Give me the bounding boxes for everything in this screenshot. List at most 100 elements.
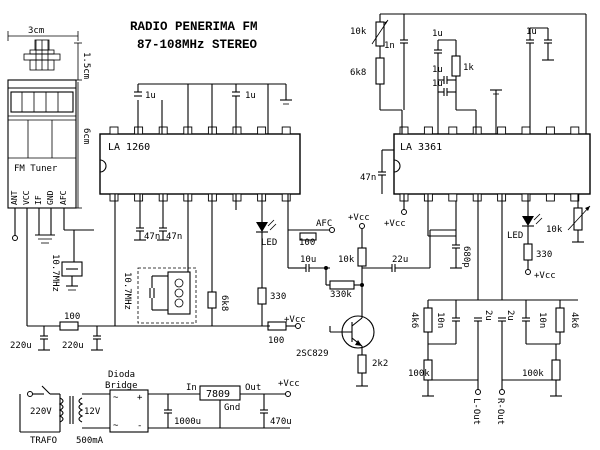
ps-trafo-label: TRAFO	[30, 436, 57, 446]
la1260-pin-top-6	[232, 126, 242, 135]
stage-cap-22u: 22u	[392, 255, 408, 265]
ps-cap-1000u: 1000u	[174, 417, 201, 427]
la3361-vcc: +Vcc	[384, 219, 406, 229]
tuner-width-dim: 3cm	[28, 26, 44, 36]
la3361-pot-10k-bottom: 10k	[546, 225, 563, 235]
la3361-pin-top-6	[521, 126, 531, 135]
la1260-pin-top-8	[281, 126, 291, 135]
la3361-pin-bottom-3	[448, 193, 458, 202]
ps-bridge-line1: Dioda	[108, 370, 135, 380]
stage-res-330k: 330k	[330, 290, 352, 300]
la1260-cap-1u-a: 1u	[145, 91, 156, 101]
la3361-pin-top-8	[570, 126, 580, 135]
tuner-height-body-dim: 6cm	[81, 128, 91, 144]
la3361-res-330: 330	[536, 250, 552, 260]
la1260-pin-top-7	[257, 126, 267, 135]
ceramic-filter-ic: 10.7MHz	[122, 262, 197, 324]
fm-tuner-module: 3cm 1.5cm 6cm FM Tuner ANT VCC	[7, 26, 91, 326]
la1260-pin-top-1	[109, 126, 119, 135]
la3361-pin-top-5	[497, 126, 507, 135]
la1260-pin-bottom-2	[134, 193, 144, 202]
la3361-led: LED	[507, 231, 523, 241]
la3361-cap-1n: 1n	[384, 41, 395, 51]
la1260-top-wiring: 1u 1u	[134, 83, 292, 134]
la3361-top-wiring: 10k 6k8 1n 1u 1k 1u 1u	[350, 13, 587, 134]
filter-label-a: 10.7MHz	[50, 254, 60, 292]
la3361-pin-bottom-group	[399, 193, 580, 202]
la3361-pin-top-2	[423, 126, 433, 135]
out-label-r: R-Out	[495, 398, 505, 425]
filter-label-b: 10.7MHz	[122, 272, 132, 310]
transistor-stage: 10u 330k +Vcc 10k 22u 680p	[296, 194, 471, 387]
la1260-led: LED	[261, 238, 277, 248]
title-line1: RADIO PENERIMA FM	[130, 20, 258, 34]
ps-bridge-ac1: ~	[113, 393, 119, 403]
la1260-cap-1u-b: 1u	[245, 91, 256, 101]
la3361-pin-top-group	[399, 126, 580, 135]
la1260-pin-bottom-8	[281, 193, 291, 202]
la3361-pin-bottom-8	[570, 193, 580, 202]
la1260-pin-bottom-1	[109, 193, 119, 202]
la1260-bottom-wiring: 47n 47n 6k8 LED 330 AFC 100	[114, 194, 335, 326]
supply-res-100-a: 100	[64, 312, 80, 322]
stage-cap-10u: 10u	[300, 255, 316, 265]
la1260-afc-label: AFC	[316, 219, 332, 229]
la3361-bottom-wiring: 47n +Vcc LED 330 +Vcc 10k	[360, 149, 591, 300]
la1260-res-330: 330	[270, 292, 286, 302]
out-label-l: L-Out	[471, 398, 481, 425]
out-cap-2u-r: 2u	[505, 310, 515, 321]
la1260-pin-bottom-group	[109, 193, 291, 202]
ps-cap-470u: 470u	[270, 417, 292, 427]
ps-bridge-plus: +	[137, 393, 143, 403]
ps-secondary-label: 12V	[84, 407, 101, 417]
la3361-cap-1u-b: 1u	[432, 65, 443, 75]
ps-reg-out: Out	[245, 383, 261, 393]
tuner-pin-vcc: VCC	[22, 190, 31, 205]
tuner-height-top-dim: 1.5cm	[81, 52, 91, 79]
la3361-vcc-led: +Vcc	[534, 271, 556, 281]
out-cap-10n-r: 10n	[537, 312, 547, 328]
out-res-100k-r: 100k	[522, 369, 544, 379]
ps-bridge-minus: -	[137, 421, 142, 431]
la3361-pin-bottom-6	[521, 193, 531, 202]
la1260-pin-top-group	[109, 126, 291, 135]
la3361-pin-top-7	[545, 126, 555, 135]
supply-chain: 100 100 +Vcc 220u 220u	[10, 312, 306, 351]
ps-reg-in: In	[186, 383, 197, 393]
stage-vcc: +Vcc	[348, 213, 370, 223]
tuner-label: FM Tuner	[14, 164, 58, 174]
la3361-pin-bottom-4	[472, 193, 482, 202]
ps-vcc: +Vcc	[278, 379, 300, 389]
ic-la1260: LA 1260	[99, 133, 301, 195]
ic-la3361: LA 3361	[393, 133, 591, 195]
stage-cap-680p: 680p	[461, 246, 471, 268]
stage-res-10k: 10k	[338, 255, 355, 265]
la1260-res-100-afc: 100	[299, 238, 315, 248]
ps-reg-name: 7809	[206, 389, 230, 400]
la1260-cap-47n-a: 47n	[144, 232, 160, 242]
out-cap-2u-l: 2u	[483, 310, 493, 321]
out-cap-10n-l: 10n	[435, 312, 445, 328]
supply-cap-220u-a: 220u	[10, 341, 32, 351]
la3361-cap-1u-c: 1u	[432, 79, 443, 89]
la3361-res-6k8: 6k8	[350, 68, 366, 78]
la1260-pin-top-2	[134, 126, 144, 135]
title-line2: 87-108MHz STEREO	[137, 38, 258, 52]
la3361-pot-10k-top: 10k	[350, 27, 367, 37]
supply-vcc: +Vcc	[284, 315, 306, 325]
la3361-cap-1u-a: 1u	[432, 29, 443, 39]
supply-cap-220u-b: 220u	[62, 341, 84, 351]
la3361-pin-bottom-7	[545, 193, 555, 202]
output-stage: 4k6 10n 2u 2u 10n 4k6 100k	[408, 299, 579, 425]
la3361-pin-top-3	[448, 126, 458, 135]
out-res-4k6-r: 4k6	[569, 312, 579, 328]
la3361-cap-47n: 47n	[360, 173, 376, 183]
out-res-100k-l: 100k	[408, 369, 430, 379]
la1260-cap-47n-b: 47n	[166, 232, 182, 242]
tuner-pin-if: IF	[34, 195, 43, 205]
tuner-pin-afc: AFC	[59, 190, 68, 205]
la1260-pin-top-3	[158, 126, 168, 135]
la3361-res-1k: 1k	[463, 63, 474, 73]
ceramic-filter-tuner: 10.7MHz	[50, 229, 94, 292]
tuner-pin-gnd: GND	[46, 190, 55, 205]
